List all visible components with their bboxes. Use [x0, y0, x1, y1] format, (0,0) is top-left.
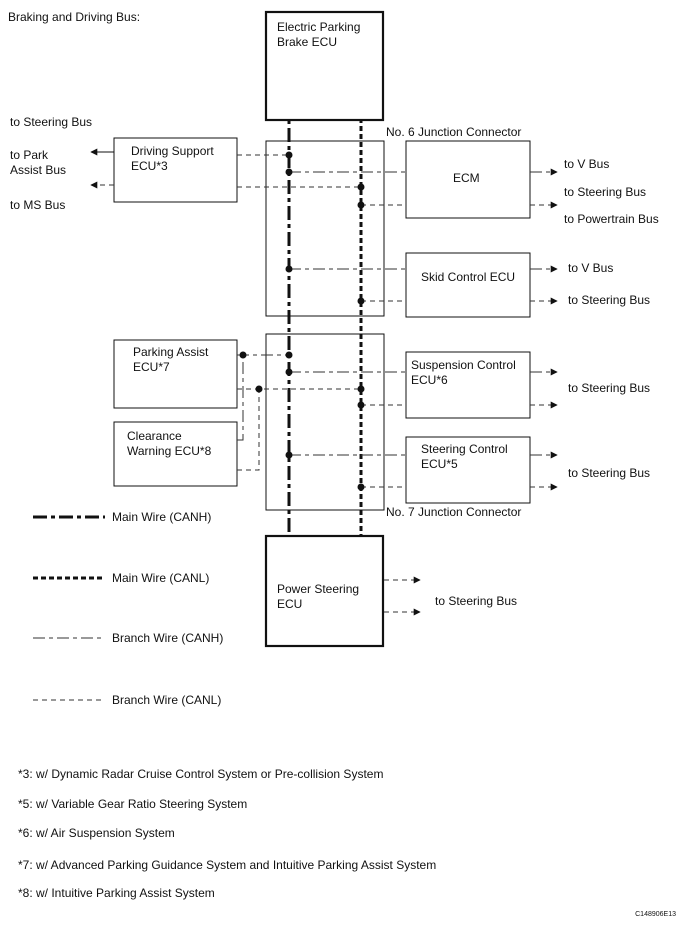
power-steering-ecu-box: [264, 534, 385, 648]
clearance-warning-box: [113, 421, 238, 487]
skid-control-label: Skid Control ECU: [421, 270, 515, 284]
parking-assist-label-1: Parking Assist: [133, 345, 209, 359]
parking-assist-label-2: ECU*7: [133, 360, 170, 374]
epb-ecu-label-1: Electric Parking: [277, 20, 360, 34]
left-park-assist-label-2: Assist Bus: [10, 163, 66, 177]
epb-ecu-box: [264, 10, 385, 122]
skid-v-bus-label: to V Bus: [568, 261, 613, 275]
driving-support-ecu-box: [113, 137, 238, 203]
junction-connector-6: [265, 140, 385, 317]
power-steering-label-1: Power Steering: [277, 582, 359, 596]
skid-control-box: [405, 252, 531, 318]
steering-control-box: [405, 436, 531, 504]
junction-no7-label: No. 7 Junction Connector: [386, 505, 521, 519]
ecm-label: ECM: [453, 171, 480, 185]
cw-branch-l: [237, 389, 260, 471]
driving-support-label-2: ECU*3: [131, 159, 168, 173]
ecm-steering-bus-label: to Steering Bus: [564, 185, 646, 199]
susp-steering-bus-label: to Steering Bus: [568, 381, 650, 395]
legend-label-2: Branch Wire (CANH): [112, 631, 223, 645]
ps-steering-bus-label: to Steering Bus: [435, 594, 517, 608]
steering-control-label-1: Steering Control: [421, 442, 508, 456]
footnote-3: *3: w/ Dynamic Radar Cruise Control Syst…: [18, 767, 383, 781]
parking-assist-box: [113, 339, 238, 409]
left-ms-bus-label: to MS Bus: [10, 198, 65, 212]
suspension-control-box: [405, 351, 531, 419]
left-steering-bus-label: to Steering Bus: [10, 115, 92, 129]
footnote-8: *8: w/ Intuitive Parking Assist System: [18, 886, 215, 900]
ecm-powertrain-bus-label: to Powertrain Bus: [564, 212, 659, 226]
diagram-title: Braking and Driving Bus:: [8, 10, 140, 24]
footnote-6: *6: w/ Air Suspension System: [18, 826, 175, 840]
legend-label-0: Main Wire (CANH): [112, 510, 211, 524]
steer-steering-bus-label: to Steering Bus: [568, 466, 650, 480]
legend-label-1: Main Wire (CANL): [112, 571, 209, 585]
junction-dots: [239, 151, 365, 491]
steering-control-label-2: ECU*5: [421, 457, 458, 471]
legend-label-3: Branch Wire (CANL): [112, 693, 221, 707]
footnote-7: *7: w/ Advanced Parking Guidance System …: [18, 858, 436, 872]
junction-no6-label: No. 6 Junction Connector: [386, 125, 521, 139]
figure-code: C148906E13: [635, 911, 676, 918]
power-steering-label-2: ECU: [277, 597, 302, 611]
footnote-5: *5: w/ Variable Gear Ratio Steering Syst…: [18, 797, 247, 811]
clearance-warning-label-1: Clearance: [127, 429, 182, 443]
cw-branch-h: [237, 355, 244, 441]
driving-support-label-1: Driving Support: [131, 144, 214, 158]
skid-steering-bus-label: to Steering Bus: [568, 293, 650, 307]
ecm-box: [405, 140, 531, 219]
suspension-control-label-1: Suspension Control: [411, 358, 516, 372]
left-park-assist-label-1: to Park: [10, 148, 49, 162]
footnotes: *3: w/ Dynamic Radar Cruise Control Syst…: [18, 767, 436, 900]
junction-connector-7: [265, 333, 385, 511]
suspension-control-label-2: ECU*6: [411, 373, 448, 387]
epb-ecu-label-2: Brake ECU: [277, 35, 337, 49]
clearance-warning-label-2: Warning ECU*8: [127, 444, 212, 458]
ecm-v-bus-label: to V Bus: [564, 157, 609, 171]
legend: Main Wire (CANH) Main Wire (CANL) Branch…: [33, 510, 223, 707]
